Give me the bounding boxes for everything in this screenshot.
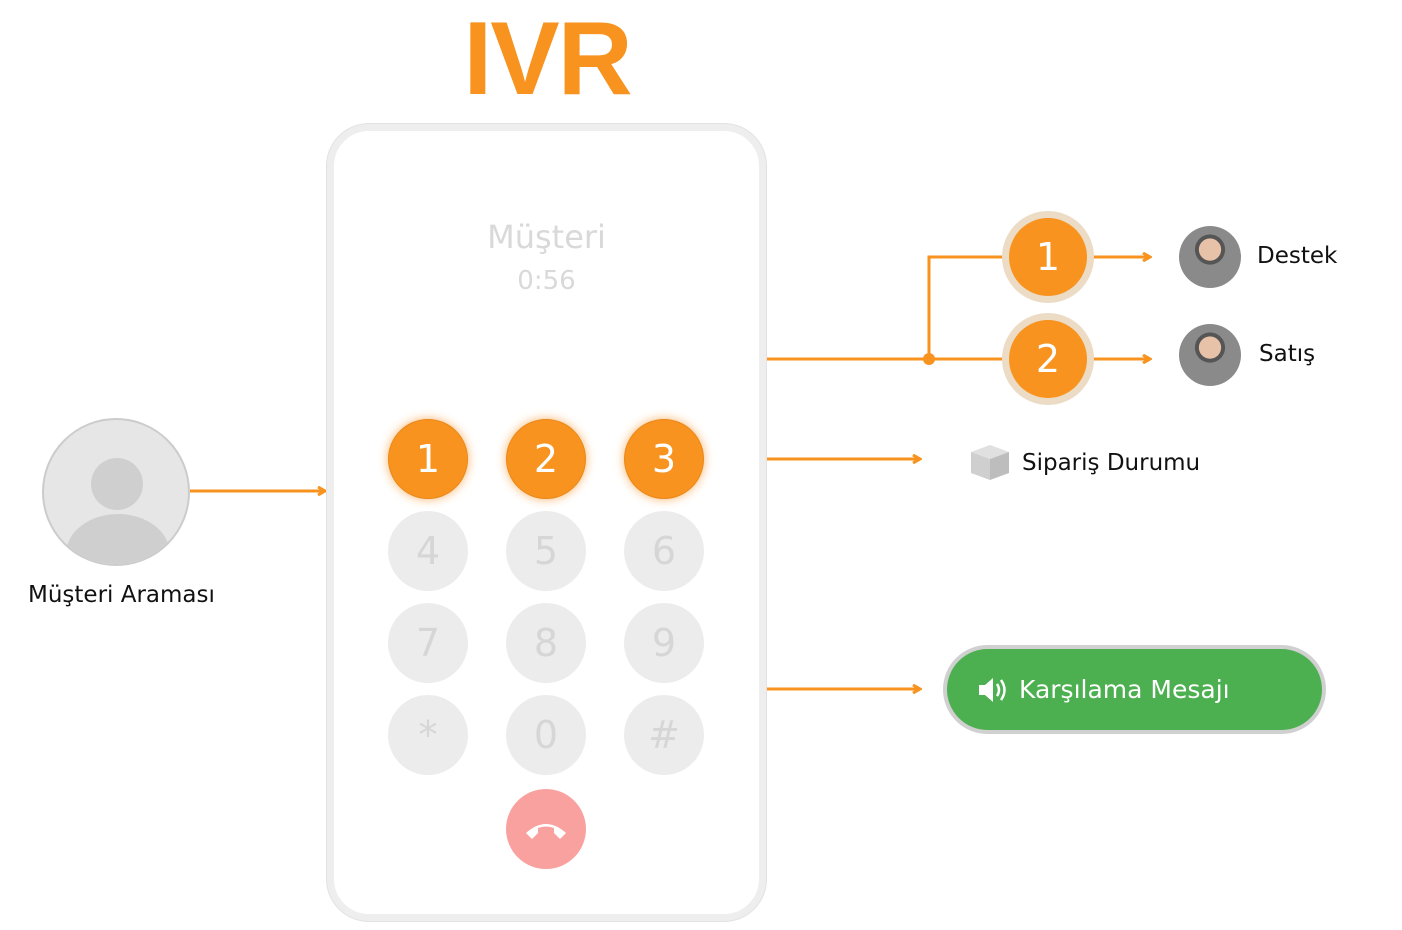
welcome-message-button[interactable]: Karşılama Mesajı xyxy=(943,645,1326,734)
package-box-icon xyxy=(971,445,1009,480)
phone-hangup-icon xyxy=(526,824,566,839)
hangup-button[interactable] xyxy=(506,789,586,869)
destek-avatar xyxy=(1179,226,1241,288)
welcome-message-label: Karşılama Mesajı xyxy=(1019,675,1230,704)
menu-option-1[interactable]: 1 xyxy=(1002,211,1094,303)
keypad-key-hash[interactable]: # xyxy=(624,695,704,775)
destek-label: Destek xyxy=(1257,243,1338,269)
keypad-key-9[interactable]: 9 xyxy=(624,603,704,683)
speaker-icon xyxy=(979,677,1006,702)
call-duration: 0:56 xyxy=(517,266,576,296)
keypad-key-5[interactable]: 5 xyxy=(506,511,586,591)
satis-avatar xyxy=(1179,324,1241,386)
keypad-key-4[interactable]: 4 xyxy=(388,511,468,591)
keypad-key-0[interactable]: 0 xyxy=(506,695,586,775)
caller-avatar xyxy=(42,418,190,566)
page-title: IVR xyxy=(463,1,632,117)
caller-name: Müşteri xyxy=(487,218,606,256)
keypad-key-7[interactable]: 7 xyxy=(388,603,468,683)
order-status-label: Sipariş Durumu xyxy=(1022,450,1201,476)
keypad-key-8[interactable]: 8 xyxy=(506,603,586,683)
keypad-key-3[interactable]: 3 xyxy=(624,419,704,499)
line-branch-1 xyxy=(927,255,1005,359)
caller-label: Müşteri Araması xyxy=(28,582,215,608)
keypad-key-6[interactable]: 6 xyxy=(624,511,704,591)
keypad-key-1[interactable]: 1 xyxy=(388,419,468,499)
keypad-key-2[interactable]: 2 xyxy=(506,419,586,499)
keypad-key-star[interactable]: * xyxy=(388,695,468,775)
junction-dot xyxy=(923,353,935,365)
menu-option-2[interactable]: 2 xyxy=(1002,313,1094,405)
satis-label: Satış xyxy=(1259,341,1316,367)
